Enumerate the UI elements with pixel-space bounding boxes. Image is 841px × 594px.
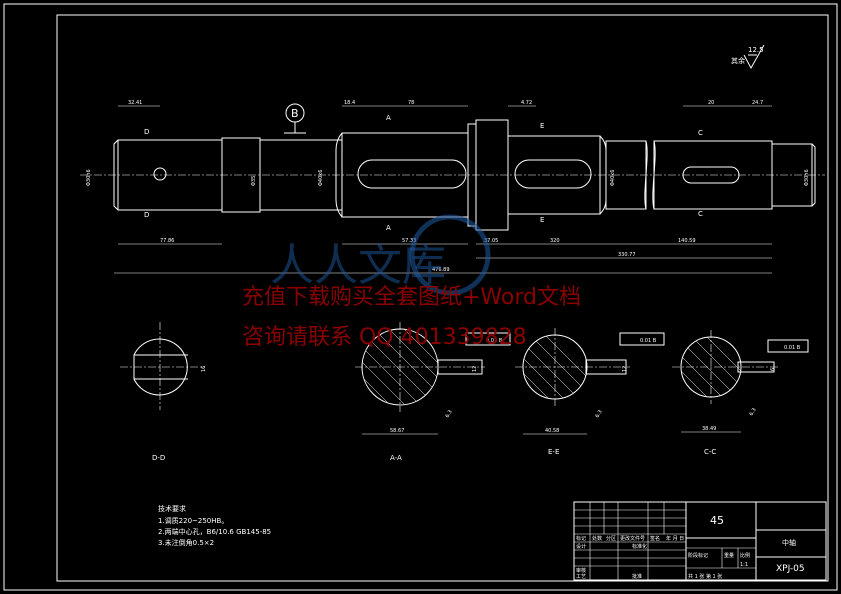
section-aa-label: A-A — [390, 454, 402, 462]
outer-frame — [3, 3, 838, 591]
section-ee-label: E-E — [548, 448, 559, 456]
tb-craft: 工艺 — [576, 574, 586, 580]
section-cc-label: C-C — [704, 448, 716, 456]
notes-title: 技术要求 — [158, 504, 186, 513]
section-cc: 6 0.01 B 38.49 6.3 C-C — [672, 330, 809, 456]
tb-stage: 阶段标记 — [688, 552, 708, 559]
tb-approve: 批准 — [632, 573, 642, 580]
dim-l6: 330.77 — [618, 252, 636, 258]
dim-d2: 18.4 — [344, 100, 355, 106]
watermark-line-1: 充值下载购买全套图纸+Word文档 — [242, 285, 581, 310]
dim-l3: 57.33 — [402, 238, 416, 244]
datum-letter: B — [291, 107, 299, 120]
dimension-lines: 32.41 18.4 78 4.72 20 24.7 77.86 57.33 3… — [86, 100, 810, 274]
dim-d3: 78 — [408, 100, 414, 106]
watermark-logo-ring — [409, 214, 491, 296]
tb-material: 45 — [710, 514, 724, 527]
roughness-value: 12.5 — [748, 46, 764, 54]
cut-c-top: C — [698, 129, 703, 137]
cut-a-bottom: A — [386, 224, 391, 232]
tb-sign: 签名 — [650, 535, 660, 542]
cut-c-bottom: C — [698, 210, 703, 218]
tb-date: 年 月 日 — [666, 535, 684, 542]
roughness-symbol: 其余 12.5 — [731, 44, 765, 70]
datum-b: B — [284, 103, 306, 134]
dim-d6: 24.7 — [752, 100, 763, 106]
title-block: 标记 处数 分区 更改文件号 签名 年 月 日 设计 标准化 审核 工艺 批准 … — [573, 501, 827, 581]
section-ee-keyway: 12 — [622, 366, 628, 372]
cut-e-top: E — [540, 122, 544, 130]
dim-d4: 4.72 — [521, 100, 532, 106]
dim-d1: 32.41 — [128, 100, 142, 106]
tb-count: 处数 — [592, 535, 602, 542]
tb-design: 设计 — [576, 543, 586, 550]
dim-l7: 476.89 — [432, 267, 450, 273]
notes-line-2: 2.两端中心孔，B6/10.6 GB145-85 — [158, 527, 271, 536]
dim-l4: 320 — [550, 238, 560, 244]
section-dd: 16 D-D — [120, 322, 207, 462]
watermark: 人人文库 充值下载购买全套图纸+Word文档 咨询请联系 QQ 40133982… — [242, 214, 581, 350]
watermark-line-2: 咨询请联系 QQ 401339828 — [242, 325, 527, 350]
dim-l2: 37.05 — [484, 238, 498, 244]
watermark-logo: 人人文库 — [270, 240, 446, 291]
section-cc-rough: 6.3 — [749, 407, 758, 417]
section-marks: D D A A E E C C — [144, 114, 703, 232]
section-aa-rough: 6.3 — [445, 409, 454, 419]
tb-sheets: 共 1 张 第 1 张 — [688, 573, 722, 580]
section-ee-rough: 6.3 — [595, 409, 604, 419]
dim-dia2: Φ35 — [251, 176, 257, 186]
notes-line-3: 3.未注倒角0.5×2 — [158, 538, 214, 547]
section-ee-width: 40.58 — [545, 428, 559, 434]
cut-d-bottom: D — [144, 211, 149, 219]
dim-dia5: Φ30h6 — [804, 169, 810, 186]
tb-drawing-no: XPJ-05 — [776, 564, 805, 574]
roughness-label: 其余 — [731, 56, 745, 65]
section-aa-tol: 0.01 B — [486, 338, 503, 344]
section-ee: 12 0.01 B 40.58 6.3 E-E — [515, 328, 665, 456]
section-aa-keyway: 12 — [472, 366, 478, 372]
tb-part-name: 中轴 — [782, 538, 796, 547]
tb-mark: 标记 — [576, 535, 586, 542]
dim-d5: 20 — [708, 100, 714, 106]
cut-e-bottom: E — [540, 216, 544, 224]
cut-d-top: D — [144, 128, 149, 136]
tb-std: 标准化 — [632, 543, 647, 550]
dim-dia3: Φ40k6 — [318, 170, 324, 186]
inner-frame — [56, 14, 829, 582]
dim-dia4: Φ40k6 — [610, 170, 616, 186]
notes-line-1: 1.调质220~250HB。 — [158, 516, 228, 525]
section-cc-keyway: 6 — [770, 368, 776, 371]
tb-review: 审核 — [576, 567, 586, 574]
dim-dia1: Φ30h6 — [86, 169, 92, 186]
section-aa-width: 58.67 — [390, 428, 404, 434]
tb-scale-label: 比例 — [740, 552, 750, 559]
tb-scale: 1:1 — [740, 562, 748, 568]
dim-l5: 140.59 — [678, 238, 696, 244]
cut-a-top: A — [386, 114, 391, 122]
technical-notes: 技术要求 1.调质220~250HB。 2.两端中心孔，B6/10.6 GB14… — [158, 504, 271, 547]
tb-weight: 重量 — [724, 552, 734, 559]
section-cc-tol: 0.01 B — [784, 345, 801, 351]
section-ee-tol: 0.01 B — [640, 338, 657, 344]
shaft-main-view — [80, 119, 825, 231]
dim-l1: 77.86 — [160, 238, 174, 244]
section-dd-keyway: 16 — [201, 366, 207, 372]
tb-doc: 更改文件号 — [620, 535, 645, 542]
section-dd-label: D-D — [152, 454, 165, 462]
tb-zone: 分区 — [606, 535, 616, 542]
section-cc-width: 38.49 — [702, 426, 716, 432]
